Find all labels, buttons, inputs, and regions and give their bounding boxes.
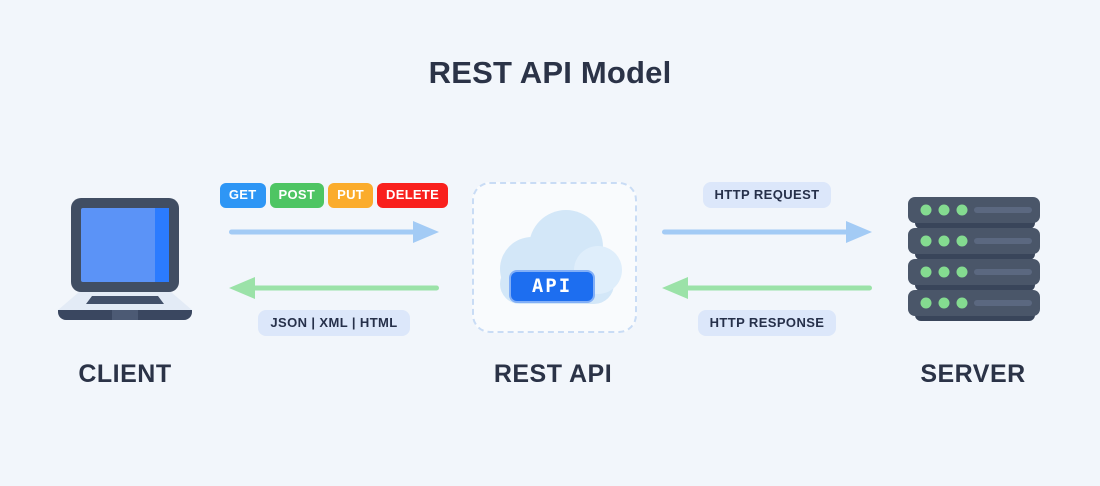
server-node [905,197,1040,321]
http-request-wrap: HTTP REQUEST [655,182,879,208]
method-badge-post: POST [269,183,325,208]
response-formats-wrap: JSON | XML | HTML [228,310,440,336]
http-response-pill: HTTP RESPONSE [697,310,837,336]
client-label: CLIENT [78,360,172,388]
diagram-title: REST API Model [428,55,672,90]
response-arrow-api-to-client [229,277,439,299]
cloud-icon [500,210,622,304]
server-led-lights [920,204,968,309]
request-arrow-client-to-api [229,221,439,243]
request-arrow-api-to-server [662,221,872,243]
method-badge-delete: DELETE [377,183,449,208]
http-request-pill: HTTP REQUEST [702,182,832,208]
api-badge: API [509,270,595,303]
laptop-icon [58,198,192,320]
http-response-wrap: HTTP RESPONSE [655,310,879,336]
method-badge-get: GET [219,183,266,208]
server-icon [908,197,1040,321]
rest-api-label: REST API [493,360,613,388]
method-badge-put: PUT [328,183,374,208]
response-formats-pill: JSON | XML | HTML [258,310,410,336]
http-methods-row: GET POST PUT DELETE [219,183,449,208]
client-node [58,196,192,322]
response-arrow-server-to-api [662,277,872,299]
rest-api-box: API [472,182,637,333]
server-label: SERVER [920,360,1026,388]
